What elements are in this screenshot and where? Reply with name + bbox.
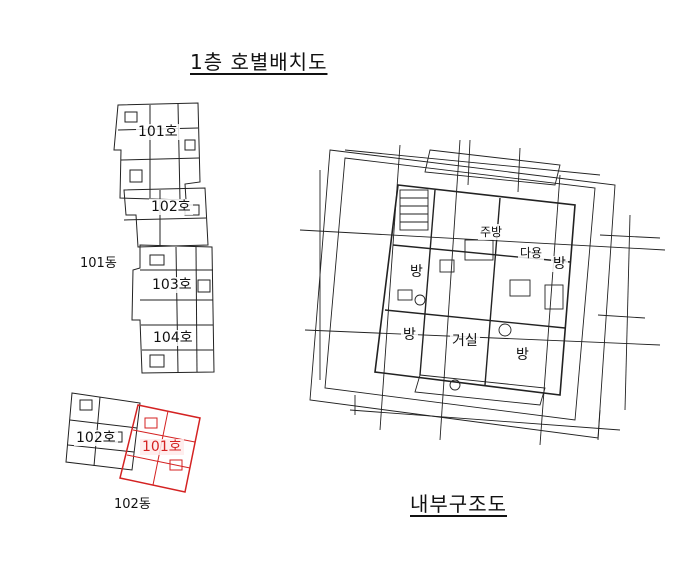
unit-101-label-b102-highlighted[interactable]: 101호	[140, 439, 184, 455]
unit-102-label-b102[interactable]: 102호	[74, 430, 118, 446]
room-bottom-right: 방	[514, 347, 531, 363]
unit-102-label[interactable]: 102호	[149, 199, 193, 215]
room-balcony: 다용	[518, 245, 545, 261]
room-top-left: 방	[408, 264, 425, 280]
building-102-label: 102동	[114, 497, 151, 512]
unit-101-label[interactable]: 101호	[136, 124, 180, 140]
interior-structure-title: 내부구조도	[410, 492, 507, 516]
unit-103-label[interactable]: 103호	[150, 277, 194, 293]
interior-plan	[299, 139, 666, 446]
room-top-right: 방	[551, 256, 568, 272]
floor-layout-title: 1층 호별배치도	[190, 50, 328, 74]
building-101-plan	[113, 102, 215, 374]
room-bottom-left: 방	[401, 327, 418, 343]
room-living: 거실	[450, 333, 480, 349]
building-102-plan	[65, 392, 201, 493]
room-kitchen: 주방	[478, 224, 505, 240]
unit-104-label[interactable]: 104호	[151, 330, 195, 346]
building-101-label: 101동	[80, 256, 117, 271]
